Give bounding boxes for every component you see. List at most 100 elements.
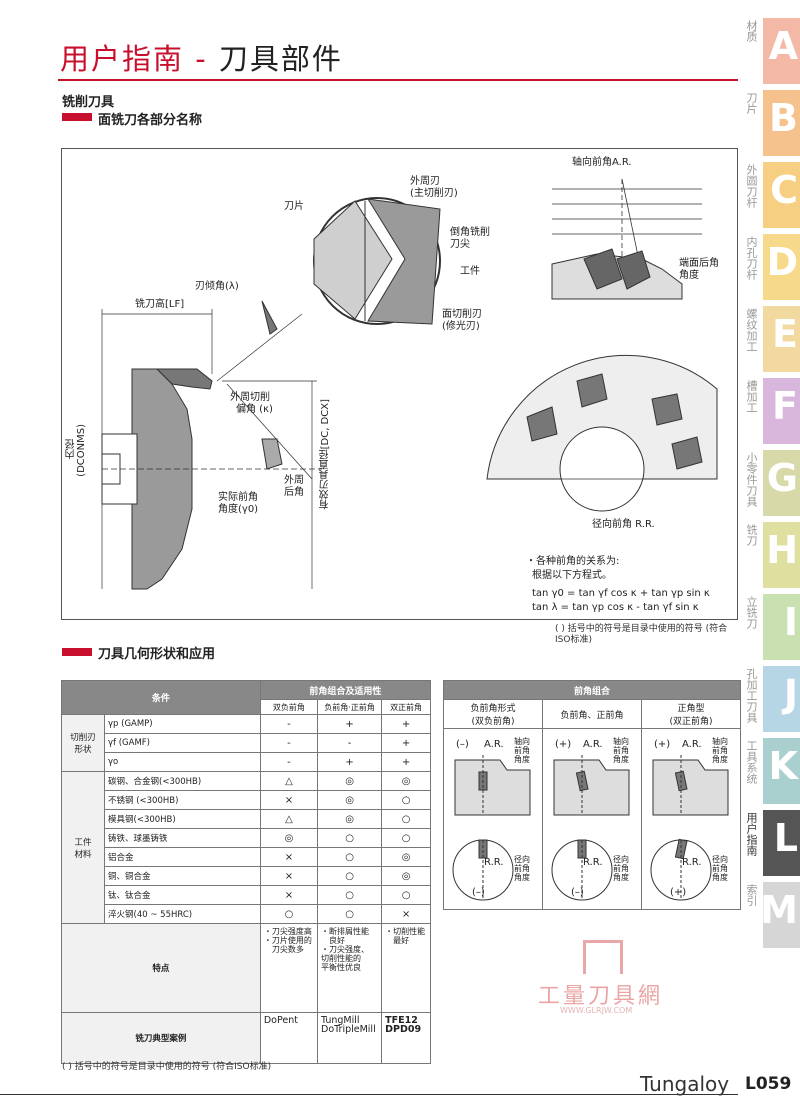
chamfer-label: 倒角铣削: [450, 227, 490, 238]
approach-angle-label-2: 偏角 (κ): [236, 404, 273, 415]
cell: ×: [259, 790, 319, 810]
group-workpiece: 工件 材料: [61, 771, 105, 924]
example-cell: DoPent: [259, 1012, 319, 1064]
tab-label: 工具系统: [745, 740, 758, 784]
tab-letter: A: [768, 24, 798, 68]
page-number: L059: [745, 1074, 792, 1094]
ar-label: A.R.: [484, 739, 504, 750]
ar-label: A.R.: [682, 739, 702, 750]
example-label: 铣刀典型案例: [61, 1012, 261, 1064]
combo-diagram-1: (–) A.R. 轴向 前角 角度 R.R. 径向 前角 角度 (–): [443, 728, 543, 910]
sign-top: (–): [456, 739, 469, 750]
watermark-text: 工量刀具網: [538, 984, 664, 1009]
sign-bottom: (–): [472, 887, 485, 898]
cell: ○: [316, 828, 383, 848]
true-rake-label-2: 角度(γ0): [218, 504, 259, 515]
feature-cell: ・切削性能 最好: [381, 923, 431, 1013]
tab-label: 索引: [745, 884, 758, 906]
cell: +: [316, 752, 383, 772]
approach-angle-label: 外周切削: [230, 392, 270, 403]
row-label: 铸铁、球墨铸铁: [104, 828, 261, 848]
row-label: 钛、钛合金: [104, 885, 261, 905]
combo-col: 负前角形式 (双负前角): [443, 699, 543, 729]
inclination-label: 刃倾角(λ): [195, 281, 239, 292]
face-edge-label: 面切削刃: [442, 309, 482, 320]
tab-label: 内孔刀杆: [745, 236, 758, 280]
watermark-url: WWW.GLRJW.COM: [560, 1006, 633, 1015]
rr-label: R.R.: [484, 857, 504, 868]
formula-line-1: ・各种前角的关系为:: [526, 556, 620, 567]
subheading: 面铣刀各部分名称: [98, 113, 203, 128]
row-label: 铝合金: [104, 847, 261, 867]
combo-header: 前角组合及适用性: [259, 680, 432, 700]
section-tab-l[interactable]: L 用户指南: [745, 810, 800, 876]
combo-table-header: 前角组合: [443, 680, 741, 700]
tab-label: 小零件刀具: [745, 452, 758, 507]
rr-angle: 径向 前角 角度: [712, 855, 728, 882]
sign-top: (+): [555, 739, 572, 750]
tab-label: 用户指南: [745, 812, 758, 856]
cell: +: [381, 733, 431, 753]
tab-letter: E: [772, 312, 798, 356]
formula-eq-2: tan λ = tan γp cos κ - tan γf sin κ: [532, 602, 699, 613]
cutter-height-label: 铣刀高[LF]: [135, 299, 185, 310]
cell: -: [259, 714, 319, 734]
ar-angle: 轴向 前角 角度: [514, 737, 530, 764]
sign-top: (+): [654, 739, 671, 750]
tab-label: 孔加工刀具: [745, 668, 758, 723]
col-header: 双负前角: [259, 699, 319, 715]
cell: +: [381, 752, 431, 772]
combo-svg: [650, 755, 729, 901]
axial-rake-label: 轴向前角A.R.: [572, 157, 632, 168]
tab-letter: L: [773, 816, 798, 860]
cell: -: [316, 733, 383, 753]
ar-angle: 轴向 前角 角度: [712, 737, 728, 764]
row-label: 铜、铜合金: [104, 866, 261, 886]
cell: ○: [259, 904, 319, 924]
example-cell: TFE12 DPD09: [381, 1012, 431, 1064]
cell: ×: [381, 904, 431, 924]
cell: ○: [316, 904, 383, 924]
combo-diagram-2: (+) A.R. 轴向 前角 角度 R.R. 径向 前角 角度 (–): [542, 728, 642, 910]
cell: △: [259, 771, 319, 791]
combo-svg: [452, 755, 531, 901]
cell: +: [381, 714, 431, 734]
tab-letter: G: [766, 456, 798, 500]
end-clearance-label: 端面后角: [679, 258, 719, 269]
ar-angle: 轴向 前角 角度: [613, 737, 629, 764]
tab-label: 外圆刀杆: [745, 164, 758, 208]
cell: ×: [259, 866, 319, 886]
row-label: γo: [104, 752, 261, 772]
rr-label: R.R.: [682, 857, 702, 868]
feature-cell: ・刀尖强度高 ・刀片使用的 刀尖数多: [259, 923, 319, 1013]
row-label: γp (GAMP): [104, 714, 261, 734]
row-label: 碳钢、合金钢(<300HB): [104, 771, 261, 791]
cell: ×: [259, 847, 319, 867]
outer-clearance-label: 外周: [284, 475, 304, 486]
condition-header: 条件: [61, 680, 261, 715]
tab-label: 铣刀: [745, 524, 758, 546]
section-tab-g[interactable]: G 小零件刀具: [745, 450, 800, 516]
diagram-svg: [101, 178, 718, 590]
section2-heading: 刀具几何形状和应用: [98, 647, 216, 662]
tab-label: 立铣刀: [745, 596, 758, 629]
diagram-note: ( ) 括号中的符号是目录中使用的符号 (符合ISO标准): [555, 624, 728, 645]
rake-combo-table: 前角组合 负前角形式 (双负前角) 负前角、正前角 正角型 (双正前角) (–)…: [443, 680, 741, 910]
cell: ○: [381, 790, 431, 810]
workpiece-label: 工件: [460, 266, 480, 277]
feature-label: 特点: [61, 923, 261, 1013]
red-bar-2: [62, 648, 92, 656]
bore-label-2: (DCONMS): [76, 424, 87, 477]
rr-angle: 径向 前角 角度: [514, 855, 530, 882]
